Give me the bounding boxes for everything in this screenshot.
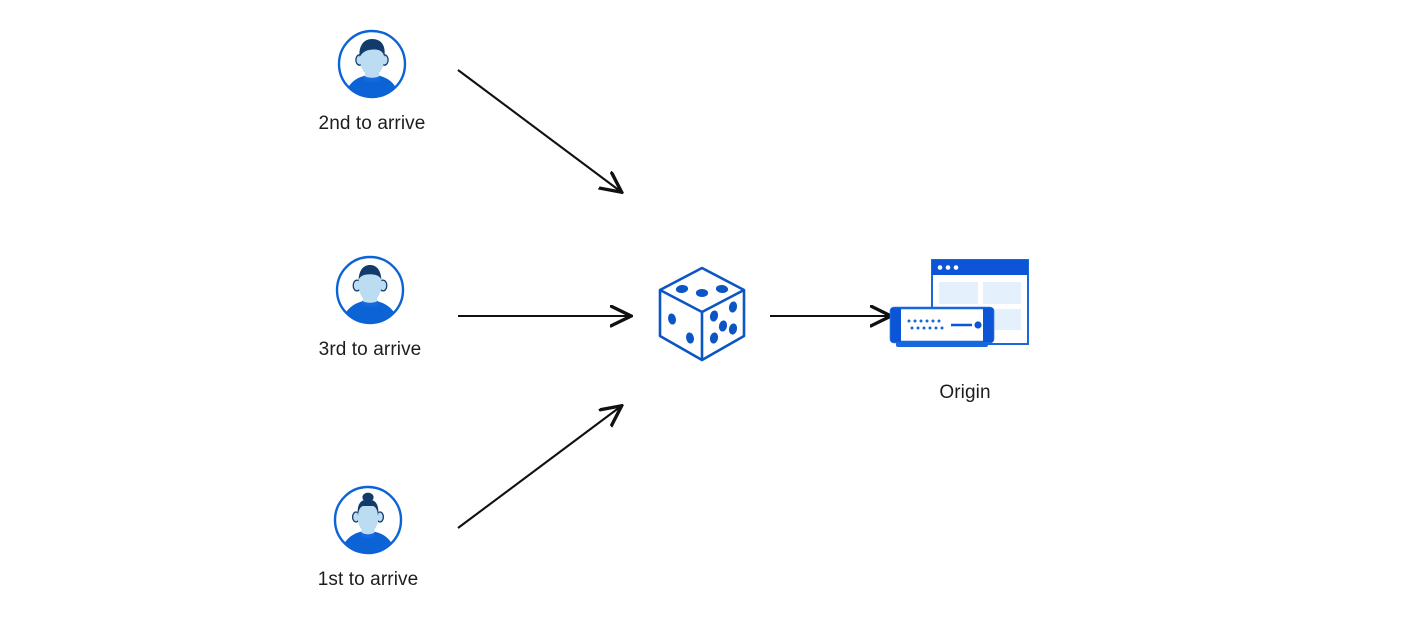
router-appliance-shape [889,306,995,347]
avatar-person-icon [336,28,408,100]
dice-icon [652,262,752,366]
arrow-1st-to-dice [457,407,620,529]
avatar-person-icon [332,484,404,556]
origin-server-icon [865,252,1065,368]
node-label: Origin [939,382,991,403]
node-person-3rd[interactable]: 3rd to arrive [270,254,470,362]
node-dice[interactable] [652,262,752,366]
avatar-person-icon [334,254,406,326]
node-origin[interactable]: Origin [865,252,1065,405]
node-label: 2nd to arrive [318,113,426,134]
arrow-2nd-to-dice [457,69,620,191]
node-label: 3rd to arrive [318,339,422,360]
node-person-1st[interactable]: 1st to arrive [268,484,468,592]
node-label: 1st to arrive [317,569,419,590]
node-person-2nd[interactable]: 2nd to arrive [272,28,472,136]
